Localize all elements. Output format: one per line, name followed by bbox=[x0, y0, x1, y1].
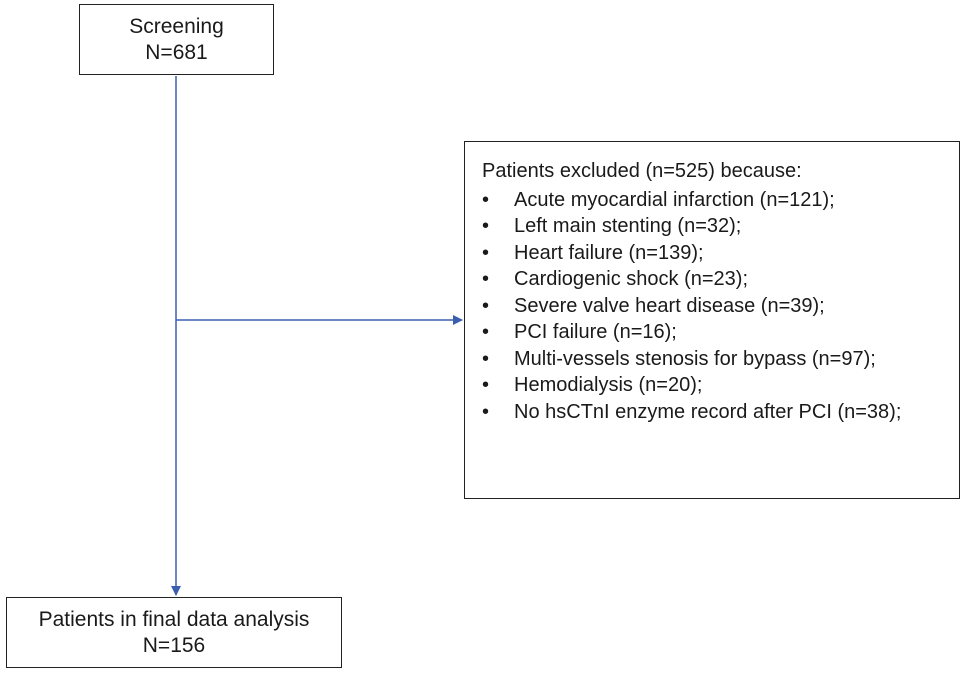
exclusion-reason-text: Acute myocardial infarction (n=121); bbox=[514, 188, 835, 211]
exclusion-reason: • Hemodialysis (n=20); bbox=[482, 372, 959, 399]
exclusion-reason: • No hsCTnI enzyme record after PCI (n=38… bbox=[482, 399, 959, 426]
excluded-box: Patients excluded (n=525) because: • Acut… bbox=[464, 141, 960, 499]
exclusion-reason: • Multi-vessels stenosis for bypass (n=97… bbox=[482, 346, 959, 373]
final-count: N=156 bbox=[142, 633, 206, 657]
exclusion-reason-text: PCI failure (n=16); bbox=[514, 321, 677, 343]
exclusion-reason: • Cardiogenic shock (n=23); bbox=[482, 266, 959, 293]
exclusion-reason-text: Hemodialysis (n=20); bbox=[514, 374, 703, 396]
exclusion-reason: • Severe valve heart disease (n=39); bbox=[482, 293, 959, 320]
exclusion-reason-text: Multi-vessels stenosis for bypass (n=97)… bbox=[514, 347, 876, 370]
exclusion-reason: • PCI failure (n=16); bbox=[482, 319, 959, 346]
bullet-icon: • bbox=[482, 215, 490, 237]
exclusion-reason-text: Heart failure (n=139); bbox=[514, 241, 704, 264]
exclusion-reason-text: Cardiogenic shock (n=23); bbox=[514, 268, 749, 290]
screening-count: N=681 bbox=[145, 40, 208, 64]
bullet-icon: • bbox=[482, 241, 490, 264]
bullet-icon: • bbox=[482, 321, 490, 343]
bullet-icon: • bbox=[482, 374, 490, 396]
bullet-icon: • bbox=[482, 347, 490, 370]
exclusion-reason: • Acute myocardial infarction (n=121); bbox=[482, 187, 959, 214]
exclusion-reason: • Heart failure (n=139); bbox=[482, 240, 959, 267]
exclusion-reason-text: Severe valve heart disease (n=39); bbox=[514, 294, 825, 317]
screening-box: Screening N=681 bbox=[79, 4, 274, 75]
exclusion-reason-text: No hsCTnI enzyme record after PCI (n=38)… bbox=[514, 400, 902, 423]
bullet-icon: • bbox=[482, 400, 490, 423]
bullet-icon: • bbox=[482, 188, 490, 211]
final-label: Patients in final data analysis bbox=[38, 607, 310, 631]
exclusion-reasons-list: • Acute myocardial infarction (n=121); • L… bbox=[482, 187, 959, 426]
bullet-icon: • bbox=[482, 268, 490, 290]
exclusion-reason: • Left main stenting (n=32); bbox=[482, 213, 959, 240]
exclusion-reason-text: Left main stenting (n=32); bbox=[514, 215, 742, 237]
excluded-title: Patients excluded (n=525) because: bbox=[482, 160, 802, 182]
screening-label: Screening bbox=[129, 14, 224, 38]
bullet-icon: • bbox=[482, 294, 490, 317]
final-analysis-box: Patients in final data analysis N=156 bbox=[6, 597, 342, 668]
